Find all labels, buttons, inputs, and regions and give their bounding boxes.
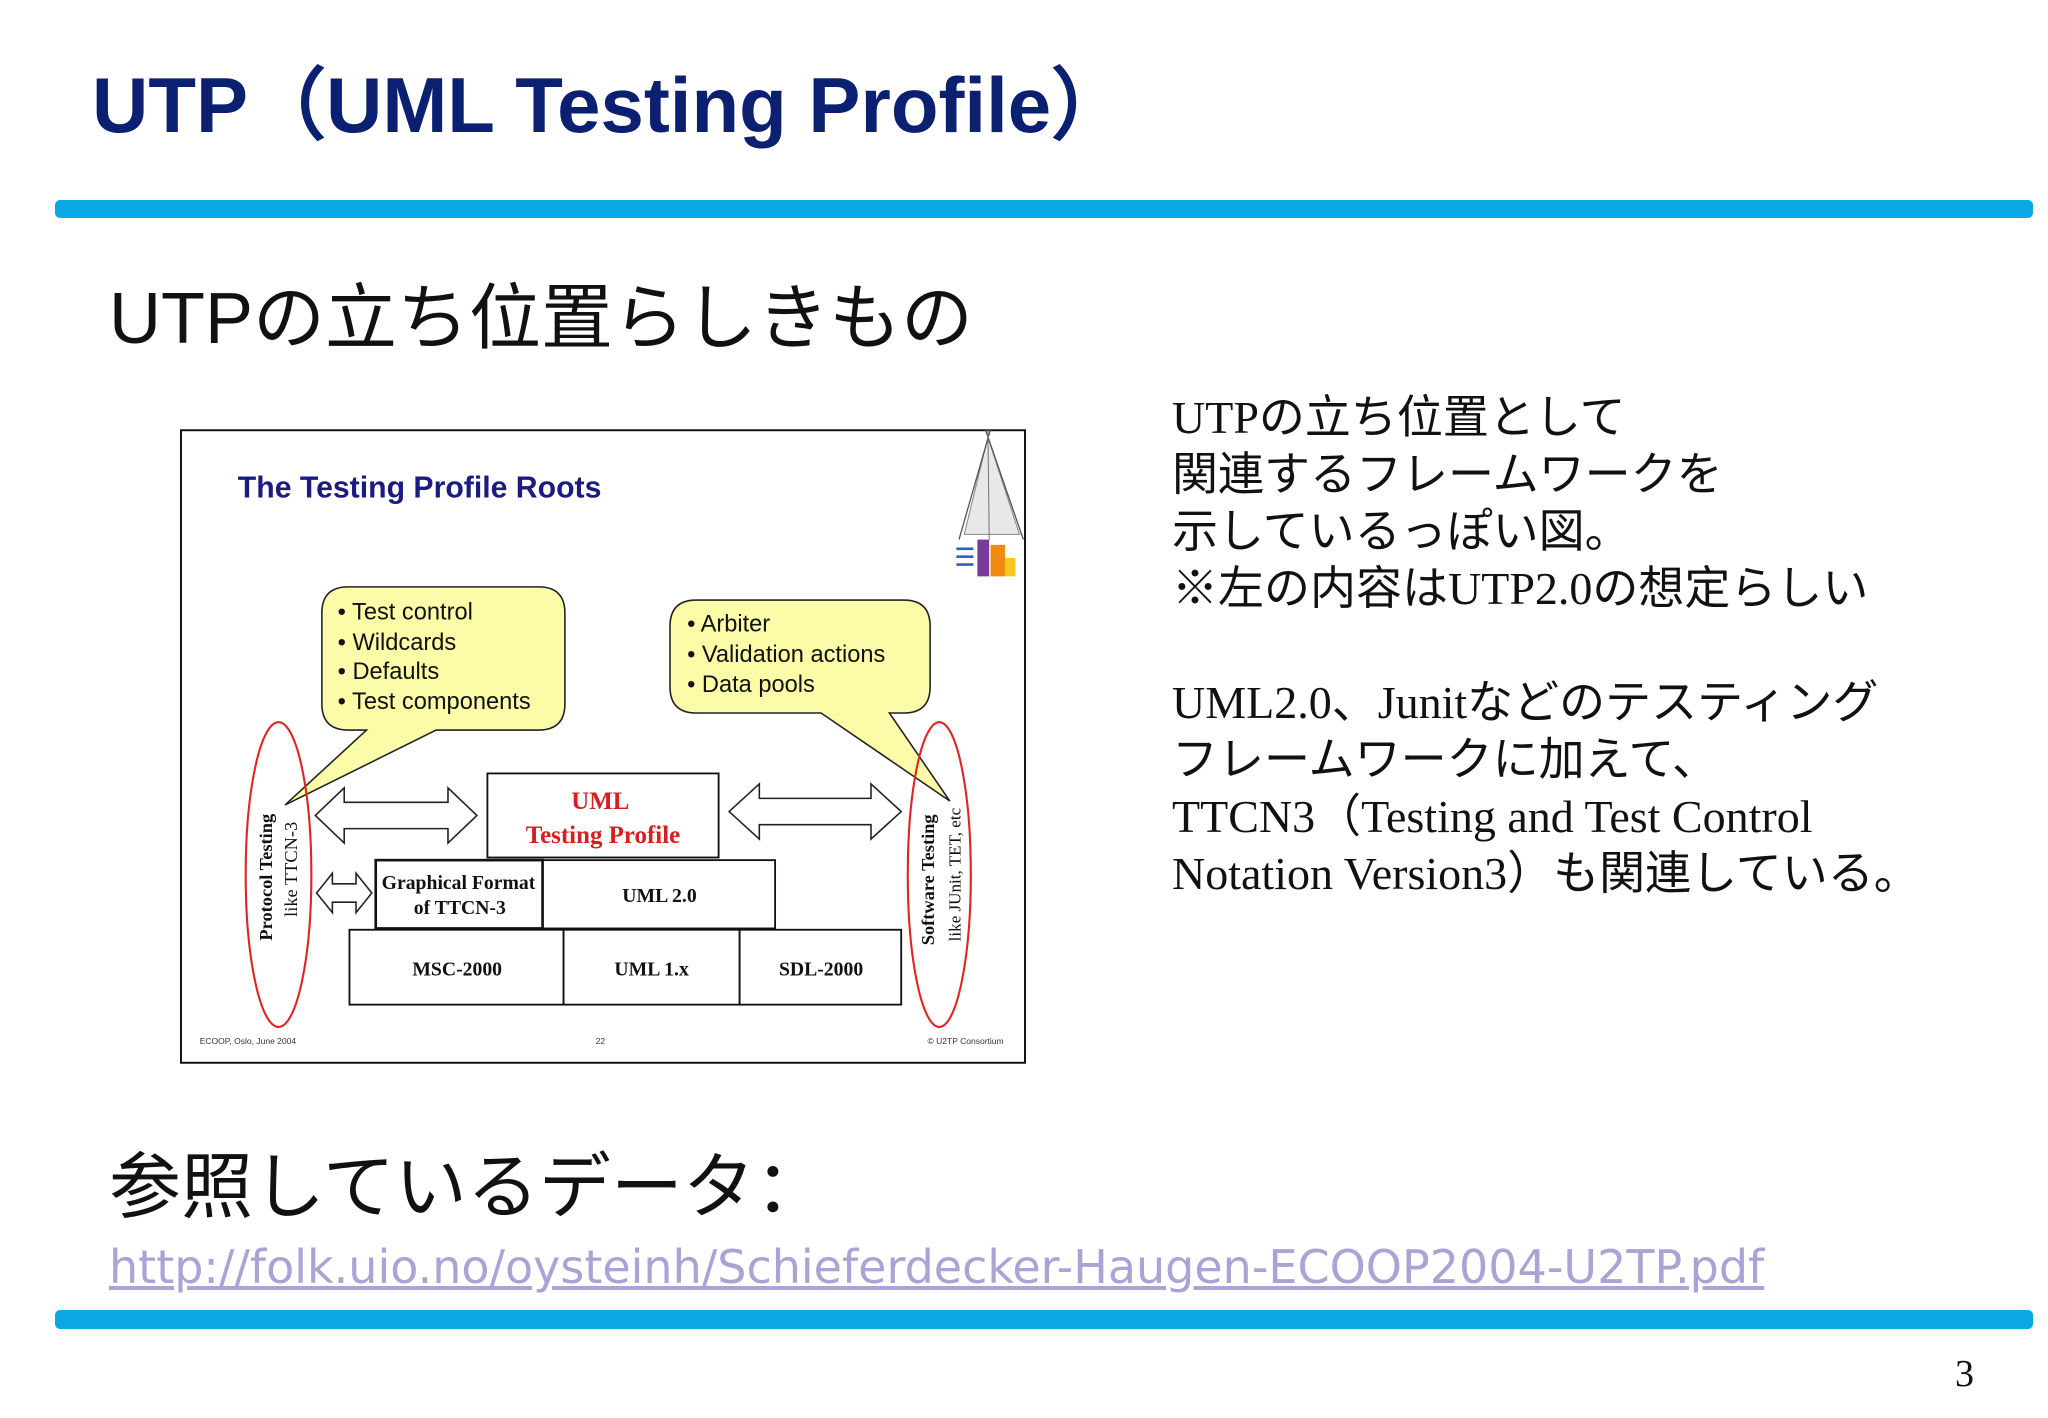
reference-link[interactable]: http://folk.uio.no/oysteinh/Schieferdeck… <box>109 1240 1765 1294</box>
testing-profile-roots-diagram: The Testing Profile Roots • Test control… <box>180 429 1026 1064</box>
notes-line: UML2.0、Junitなどのテスティング <box>1172 677 1879 728</box>
software-testing-ellipse <box>906 721 972 1029</box>
uml-teepee-logo-icon <box>956 429 1024 577</box>
diagram-footer-left: ECOOP, Oslo, June 2004 <box>200 1036 297 1046</box>
graphical-format-box <box>374 858 544 930</box>
diagram-footer-page: 22 <box>596 1036 606 1046</box>
right-callout-item: • Arbiter <box>687 612 770 638</box>
teepee-pole <box>987 429 990 540</box>
left-callout-item: • Wildcards <box>338 630 457 656</box>
teepee-pole <box>984 429 1024 540</box>
logo-part-l <box>1004 557 1016 577</box>
right-callout-item: • Validation actions <box>687 642 885 668</box>
notes-paragraph-1: UTPの立ち位置として 関連するフレームワークを 示しているっぽい図。 ※左の内… <box>1172 389 1920 617</box>
uml20-label: UML 2.0 <box>622 885 697 907</box>
software-testing-sublabel: like JUnit, TET, etc <box>945 807 964 941</box>
notes-text: UTPの立ち位置として 関連するフレームワークを 示しているっぽい図。 ※左の内… <box>1172 389 1920 902</box>
footer-accent-bar <box>55 1310 2033 1329</box>
software-testing-label: Software Testing <box>918 814 938 946</box>
msc2000-label: MSC-2000 <box>412 959 502 981</box>
logo-part-line <box>956 547 974 551</box>
notes-line: フレームワークに加えて、 <box>1172 734 1719 785</box>
protocol-testing-sublabel: like TTCN-3 <box>281 822 301 917</box>
utp-box-sublabel: Testing Profile <box>526 822 680 849</box>
left-callout-bubble <box>284 586 566 806</box>
right-double-arrow-icon <box>727 782 903 841</box>
utp-box-label: UML <box>571 788 629 815</box>
logo-part-line <box>956 555 974 558</box>
slide-title: UTP（UML Testing Profile） <box>92 61 1130 149</box>
sdl2000-label: SDL-2000 <box>779 959 863 981</box>
logo-part-line <box>956 563 974 566</box>
small-double-arrow-icon <box>315 871 373 915</box>
reference-label: 参照しているデータ： <box>109 1148 827 1228</box>
left-callout-item: • Test control <box>338 600 473 626</box>
graphical-format-label: Graphical Format <box>382 872 536 894</box>
right-callout-item: • Data pools <box>687 672 815 698</box>
uml20-box <box>541 859 777 930</box>
left-callout-item: • Test components <box>338 689 531 715</box>
uml1x-box <box>562 928 741 1006</box>
left-double-arrow-icon <box>314 786 479 845</box>
uml1x-label: UML 1.x <box>614 959 689 981</box>
protocol-testing-ellipse <box>244 721 313 1029</box>
logo-part-u <box>977 539 990 577</box>
teepee-pole <box>958 429 992 540</box>
teepee-cover <box>963 435 1021 535</box>
page-number: 3 <box>1955 1353 1974 1395</box>
header-accent-bar <box>55 200 2033 218</box>
notes-line: 示しているっぽい図。 <box>1172 506 1631 557</box>
notes-line: 関連するフレームワークを <box>1172 449 1723 500</box>
protocol-testing-label: Protocol Testing <box>256 813 276 941</box>
diagram-image: The Testing Profile Roots • Test control… <box>180 429 1026 1064</box>
left-callout-item: • Defaults <box>338 659 440 685</box>
notes-line: TTCN3（Testing and Test Control <box>1172 791 1813 842</box>
slide-subtitle: UTPの立ち位置らしきもの <box>109 279 974 359</box>
logo-part-m <box>990 544 1005 577</box>
utp-box <box>486 772 720 859</box>
diagram-footer-right: © U2TP Consortium <box>927 1036 1003 1046</box>
graphical-format-sublabel: of TTCN-3 <box>414 897 506 919</box>
notes-paragraph-2: UML2.0、Junitなどのテスティング フレームワークに加えて、 TTCN3… <box>1172 674 1920 902</box>
notes-line: Notation Version3）も関連している。 <box>1172 848 1920 899</box>
sdl2000-box <box>738 928 903 1006</box>
notes-line: ※左の内容はUTP2.0の想定らしい <box>1172 563 1869 614</box>
msc2000-box <box>348 928 565 1006</box>
diagram-title: The Testing Profile Roots <box>238 472 602 505</box>
notes-line: UTPの立ち位置として <box>1172 392 1626 443</box>
